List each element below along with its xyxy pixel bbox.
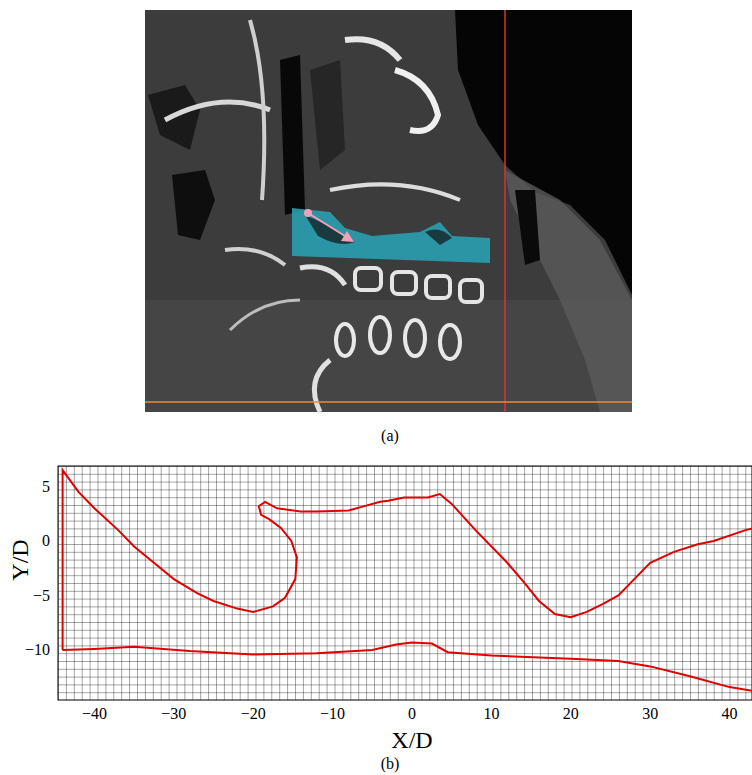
mesh-grid bbox=[58, 466, 752, 700]
tick-label: 5 bbox=[42, 479, 50, 495]
panel-label: (b) bbox=[381, 756, 400, 772]
panel-label: (a) bbox=[381, 428, 399, 444]
tick-label: −40 bbox=[82, 706, 107, 722]
tick-label: −20 bbox=[241, 706, 266, 722]
ct-image bbox=[145, 10, 632, 412]
tick-label: −10 bbox=[25, 642, 50, 658]
tick-label: −10 bbox=[320, 706, 345, 722]
tick-label: −5 bbox=[33, 588, 50, 604]
tick-label: 40 bbox=[722, 706, 738, 722]
tick-label: 20 bbox=[563, 706, 579, 722]
tick-label: 0 bbox=[408, 706, 416, 722]
tick-label: 0 bbox=[42, 533, 50, 549]
lower-wall bbox=[63, 642, 752, 693]
axis-title: X/D bbox=[391, 728, 432, 752]
tick-label: 10 bbox=[483, 706, 499, 722]
axis-title: Y/D bbox=[8, 539, 32, 580]
upper-wall bbox=[63, 470, 752, 650]
tick-label: −30 bbox=[161, 706, 186, 722]
tick-label: 30 bbox=[642, 706, 658, 722]
